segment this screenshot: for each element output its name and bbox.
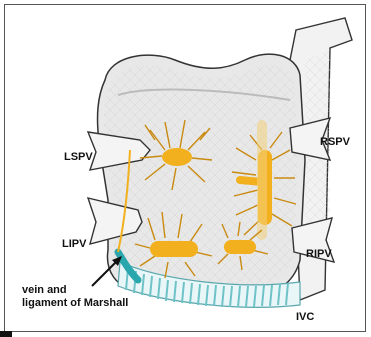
- label-lspv: LSPV: [64, 151, 93, 164]
- label-ivc: IVC: [296, 311, 314, 324]
- corner-mark: [0, 331, 12, 337]
- label-rspv: RSPV: [320, 136, 350, 149]
- label-marshall-line1: vein and: [22, 284, 67, 297]
- label-marshall-line2: ligament of Marshall: [22, 297, 128, 310]
- label-ripv: RIPV: [306, 248, 332, 261]
- label-lipv: LIPV: [62, 238, 86, 251]
